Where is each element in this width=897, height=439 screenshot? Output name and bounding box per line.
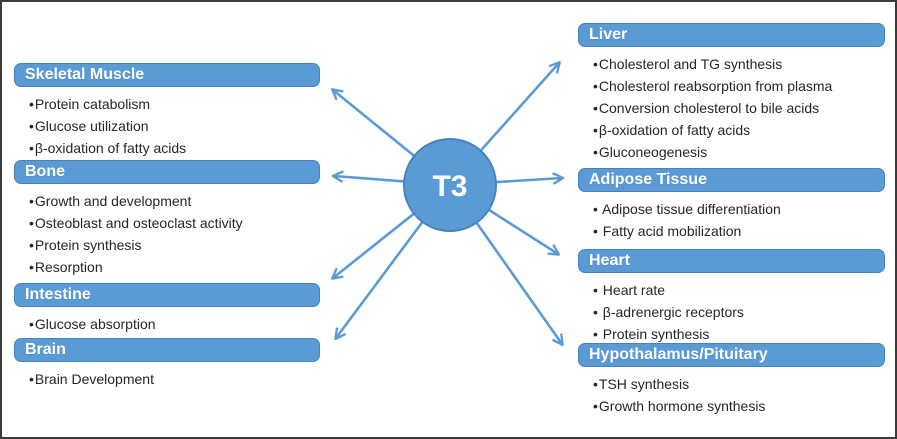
list-item: •β-oxidation of fatty acids xyxy=(29,137,320,159)
bullet-icon: • xyxy=(593,398,598,414)
bullet-icon: • xyxy=(593,376,598,392)
box-header-liver: Liver xyxy=(578,23,885,47)
list-item: •Protein synthesis xyxy=(29,234,320,256)
section-intestine: Intestine •Glucose absorption xyxy=(14,283,320,335)
list-item: • Fatty acid mobilization xyxy=(593,220,885,242)
list-item-text: β-oxidation of fatty acids xyxy=(34,140,187,156)
list-item: • Heart rate xyxy=(593,279,885,301)
box-header-intestine: Intestine xyxy=(14,283,320,307)
list-item-text: Adipose tissue differentiation xyxy=(598,201,781,217)
section-heart: Heart• Heart rate• β-adrenergic receptor… xyxy=(578,249,885,345)
section-liver: Liver•Cholesterol and TG synthesis•Chole… xyxy=(578,23,885,163)
bullet-icon: • xyxy=(29,316,34,332)
item-list-hypothalamus-pituitary: •TSH synthesis•Growth hormone synthesis xyxy=(578,373,885,417)
bullet-icon: • xyxy=(29,237,34,253)
box-header-heart: Heart xyxy=(578,249,885,273)
list-item: • Adipose tissue differentiation xyxy=(593,198,885,220)
list-item: •Resorption xyxy=(29,256,320,278)
section-bone: Bone•Growth and development•Osteoblast a… xyxy=(14,160,320,278)
list-item: •Glucose utilization xyxy=(29,115,320,137)
item-list-liver: •Cholesterol and TG synthesis•Cholestero… xyxy=(578,53,885,163)
list-item-text: Growth and development xyxy=(34,193,192,209)
list-item: •Brain Development xyxy=(29,368,320,390)
list-item-text: Cholesterol reabsorption from plasma xyxy=(598,78,833,94)
bullet-icon: • xyxy=(593,78,598,94)
box-header-brain: Brain xyxy=(14,338,320,362)
list-item-text: β-adrenergic receptors xyxy=(598,304,744,320)
item-list-heart: • Heart rate• β-adrenergic receptors• Pr… xyxy=(578,279,885,345)
list-item: • β-adrenergic receptors xyxy=(593,301,885,323)
bullet-icon: • xyxy=(593,100,598,116)
list-item-text: Glucose utilization xyxy=(34,118,149,134)
list-item-text: Protein synthesis xyxy=(34,237,142,253)
t3-label: T3 xyxy=(432,170,467,203)
section-adipose-tissue: Adipose Tissue • Adipose tissue different… xyxy=(578,168,885,242)
box-header-hypothalamus-pituitary: Hypothalamus/Pituitary xyxy=(578,343,885,367)
list-item: •Cholesterol and TG synthesis xyxy=(593,53,885,75)
item-list-bone: •Growth and development•Osteoblast and o… xyxy=(14,190,320,278)
item-list-intestine: •Glucose absorption xyxy=(14,313,320,335)
list-item: •Cholesterol reabsorption from plasma xyxy=(593,75,885,97)
list-item: •Protein catabolism xyxy=(29,93,320,115)
list-item-text: Fatty acid mobilization xyxy=(598,223,742,239)
list-item-text: Osteoblast and osteoclast activity xyxy=(34,215,243,231)
list-item: •Conversion cholesterol to bile acids xyxy=(593,97,885,119)
list-item-text: Brain Development xyxy=(34,371,154,387)
list-item-text: Growth hormone synthesis xyxy=(598,398,766,414)
list-item-text: Resorption xyxy=(34,259,103,275)
bullet-icon: • xyxy=(593,144,598,160)
item-list-adipose-tissue: • Adipose tissue differentiation• Fatty … xyxy=(578,198,885,242)
list-item-text: Protein synthesis xyxy=(598,326,710,342)
list-item: •TSH synthesis xyxy=(593,373,885,395)
box-header-adipose-tissue: Adipose Tissue xyxy=(578,168,885,192)
list-item: •Growth and development xyxy=(29,190,320,212)
bullet-icon: • xyxy=(593,122,598,138)
list-item-text: TSH synthesis xyxy=(598,376,690,392)
list-item-text: Cholesterol and TG synthesis xyxy=(598,56,783,72)
list-item-text: β-oxidation of fatty acids xyxy=(598,122,751,138)
section-hypothalamus-pituitary: Hypothalamus/Pituitary•TSH synthesis•Gro… xyxy=(578,343,885,417)
bullet-icon: • xyxy=(29,193,34,209)
bullet-icon: • xyxy=(593,326,598,342)
list-item-text: Conversion cholesterol to bile acids xyxy=(598,100,820,116)
item-list-brain: •Brain Development xyxy=(14,368,320,390)
bullet-icon: • xyxy=(29,259,34,275)
bullet-icon: • xyxy=(593,56,598,72)
bullet-icon: • xyxy=(593,282,598,298)
t3-circle xyxy=(403,138,497,232)
bullet-icon: • xyxy=(593,304,598,320)
section-brain: Brain •Brain Development xyxy=(14,338,320,390)
section-skeletal-muscle: Skeletal Muscle•Protein catabolism•Gluco… xyxy=(14,63,320,159)
list-item: • Protein synthesis xyxy=(593,323,885,345)
list-item-text: Glucose absorption xyxy=(34,316,156,332)
bullet-icon: • xyxy=(29,215,34,231)
list-item: •Glucose absorption xyxy=(29,313,320,335)
list-item: •β-oxidation of fatty acids xyxy=(593,119,885,141)
bullet-icon: • xyxy=(29,140,34,156)
box-header-skeletal-muscle: Skeletal Muscle xyxy=(14,63,320,87)
bullet-icon: • xyxy=(593,201,598,217)
list-item: •Growth hormone synthesis xyxy=(593,395,885,417)
list-item-text: Gluconeogenesis xyxy=(598,144,708,160)
bullet-icon: • xyxy=(29,371,34,387)
bullet-icon: • xyxy=(29,96,34,112)
item-list-skeletal-muscle: •Protein catabolism•Glucose utilization•… xyxy=(14,93,320,159)
list-item-text: Heart rate xyxy=(598,282,666,298)
list-item-text: Protein catabolism xyxy=(34,96,151,112)
bullet-icon: • xyxy=(29,118,34,134)
box-header-bone: Bone xyxy=(14,160,320,184)
list-item: •Osteoblast and osteoclast activity xyxy=(29,212,320,234)
bullet-icon: • xyxy=(593,223,598,239)
list-item: •Gluconeogenesis xyxy=(593,141,885,163)
